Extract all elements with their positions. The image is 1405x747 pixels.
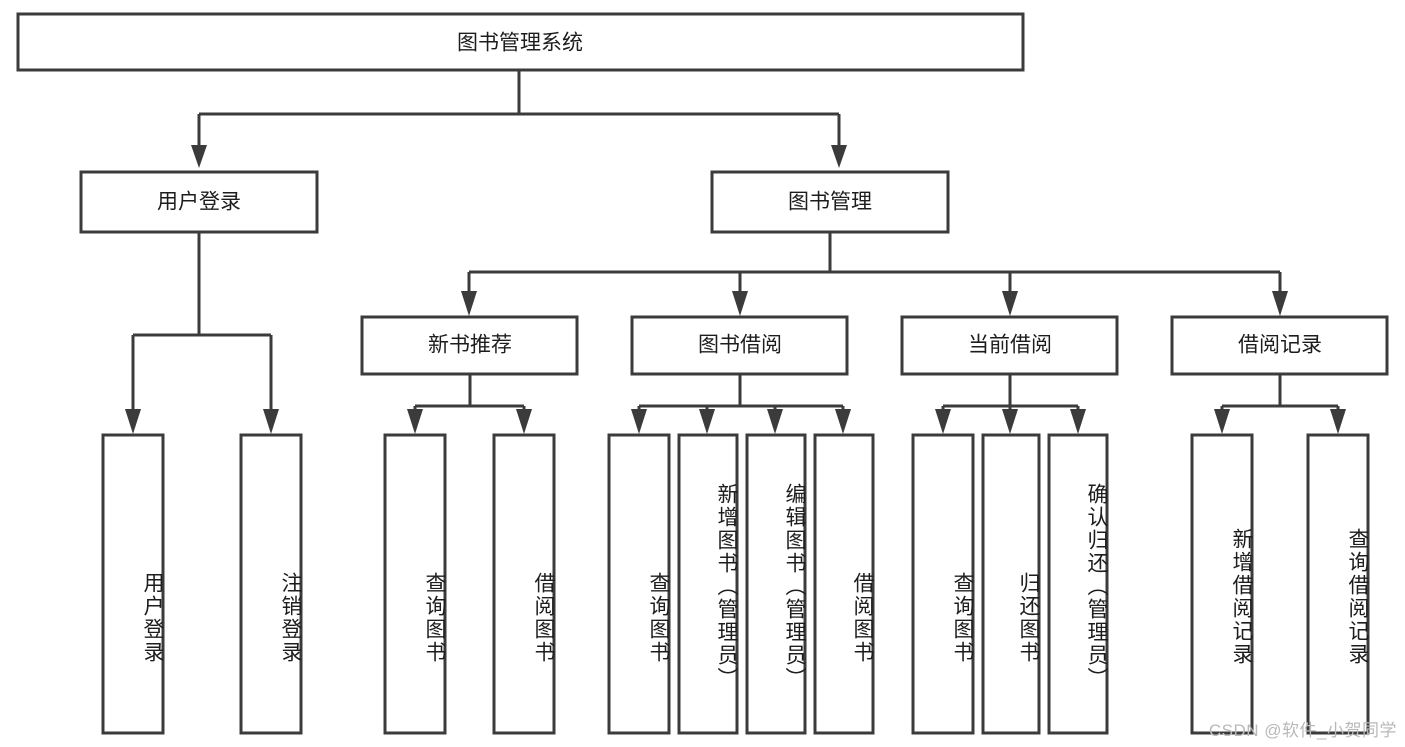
node-user-login-box: [79, 170, 319, 234]
connector-current-borrow-to-leaves: [935, 374, 1086, 434]
leaf-box-current-return-book[interactable]: [981, 433, 1041, 735]
leaf-box-record-query-record[interactable]: [1306, 433, 1370, 735]
node-root-box: [16, 12, 1025, 72]
leaf-box-current-confirm-return-admin[interactable]: [1047, 433, 1109, 735]
node-book-borrow-label: 图书借阅: [698, 334, 782, 357]
node-borrow-record[interactable]: 借阅记录: [1170, 315, 1389, 376]
node-current-borrow-box: [900, 315, 1119, 376]
connector-root-to-level1: [191, 70, 847, 168]
leaf-box-borrow-edit-book-admin[interactable]: [745, 433, 807, 735]
node-user-login-label: 用户登录: [157, 191, 241, 214]
node-new-book-recommend-box: [360, 315, 579, 376]
node-borrow-record-label: 借阅记录: [1238, 334, 1322, 357]
leaf-box-record-add-record[interactable]: [1190, 433, 1254, 735]
leaf-box-user-login-logout[interactable]: [239, 433, 303, 735]
node-root-label: 图书管理系统: [457, 32, 583, 55]
node-book-management-label: 图书管理: [788, 191, 872, 214]
node-new-book-recommend-label: 新书推荐: [428, 334, 512, 357]
leaf-box-borrow-query-book[interactable]: [607, 433, 671, 735]
csdn-watermark: CSDN @软件_小贺同学: [1208, 721, 1397, 740]
node-root[interactable]: 图书管理系统: [16, 12, 1025, 72]
connector-user-login-to-leaves: [125, 232, 279, 434]
leaf-box-user-login-login[interactable]: [101, 433, 165, 735]
node-current-borrow[interactable]: 当前借阅: [900, 315, 1119, 376]
leaf-box-recommend-query-book[interactable]: [383, 433, 447, 735]
node-user-login[interactable]: 用户登录: [79, 170, 319, 234]
leaf-box-current-query-book[interactable]: [911, 433, 975, 735]
leaf-box-borrow-add-book-admin[interactable]: [677, 433, 739, 735]
connector-book-borrow-to-leaves: [631, 374, 851, 434]
connector-new-book-recommend-to-leaves: [407, 374, 532, 434]
leaf-box-recommend-borrow-book[interactable]: [492, 433, 556, 735]
node-current-borrow-label: 当前借阅: [968, 334, 1052, 357]
node-new-book-recommend[interactable]: 新书推荐: [360, 315, 579, 376]
node-book-management[interactable]: 图书管理: [710, 170, 950, 234]
leaf-box-borrow-borrow-book[interactable]: [813, 433, 875, 735]
node-book-borrow[interactable]: 图书借阅: [630, 315, 849, 376]
connector-borrow-record-to-leaves: [1214, 374, 1346, 434]
connector-book-management-to-level2: [461, 232, 1288, 316]
